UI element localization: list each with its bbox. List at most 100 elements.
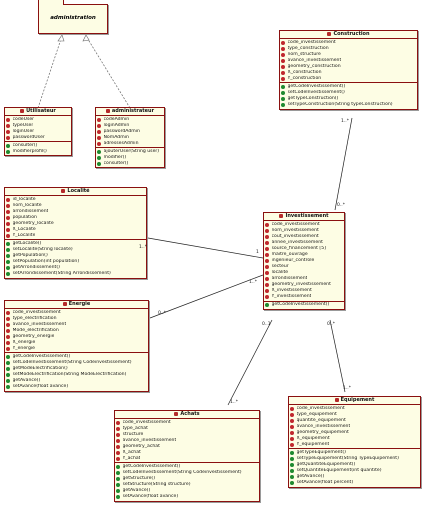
link-energie-investissement [149, 274, 264, 319]
method-text: setCodeInvestissement() [287, 89, 345, 95]
attribute-text: geometry_localite [12, 220, 54, 226]
method-row: getTypeConstruction() [281, 96, 416, 102]
method-text: getCodeInvestissement() [122, 463, 181, 469]
private-attribute-icon [281, 64, 285, 69]
private-attribute-icon [265, 222, 269, 227]
method-row: getAvance() [116, 488, 258, 494]
multiplicity-label: 0..* [337, 203, 345, 208]
method-text: getTypeConstruction() [287, 95, 339, 101]
attribute-text: loginAdmin [103, 122, 130, 128]
public-method-icon [290, 468, 294, 473]
attribute-text: type_construction [287, 45, 329, 51]
public-method-icon [290, 475, 294, 480]
attribute-row: nom_structure [281, 52, 416, 58]
attribute-row: geometry_localite [6, 221, 145, 227]
attribute-text: typeUser [12, 122, 34, 128]
attribute-row: X_achat [116, 450, 258, 456]
attribute-row: codeAdmin [97, 117, 163, 123]
class-name: Energie [68, 301, 91, 307]
class-icon [20, 108, 25, 113]
public-method-icon [6, 272, 10, 277]
public-method-icon [6, 241, 10, 246]
attribute-text: code_investissement [122, 419, 171, 425]
attribute-text: X_equipement [296, 435, 330, 441]
attribute-text: avance_investissement [122, 437, 177, 443]
attribute-row: passwordUser [6, 135, 70, 141]
multiplicity-label: 1..* [230, 400, 238, 405]
methods-section: getCodeInvestissement()setCodeInvestisse… [280, 83, 417, 108]
attribute-row: secteur [265, 264, 343, 270]
link-construction-investissement [334, 117, 353, 211]
arrowhead-utilisateur [57, 34, 65, 42]
private-attribute-icon [290, 418, 294, 423]
method-text: setModeElectrification(String ModeElectr… [12, 371, 127, 377]
attribute-text: quantite_equipement [296, 417, 346, 423]
attribute-row: Mode_electrification [6, 328, 147, 334]
public-method-icon [6, 354, 10, 359]
private-attribute-icon [116, 456, 120, 461]
method-text: getLocalite() [12, 240, 42, 246]
public-method-icon [6, 253, 10, 258]
private-attribute-icon [6, 135, 10, 140]
method-text: getCodeInvestissement() [271, 302, 330, 308]
class-icon [61, 188, 66, 193]
method-text: modifierprofil() [12, 148, 47, 154]
private-attribute-icon [116, 450, 120, 455]
method-row: setModeElectrification(String ModeElectr… [6, 372, 147, 378]
multiplicity-label: 0..* [327, 322, 335, 327]
attribute-row: type_construction [281, 46, 416, 52]
attribute-text: code_investissement [12, 309, 61, 315]
attribute-text: arrondissement [12, 208, 49, 214]
attribute-text: nom_localite [12, 202, 42, 208]
method-text: getPopulation() [12, 252, 48, 258]
method-row: getArrondissement() [6, 265, 145, 271]
method-row: setArrondissement(String Arrondissement) [6, 271, 145, 277]
public-method-icon [116, 464, 120, 469]
attribute-row: X_Localite [6, 227, 145, 233]
public-method-icon [116, 470, 120, 475]
package-name: administration [50, 15, 96, 21]
attribute-row: NomAdmin [97, 135, 163, 141]
private-attribute-icon [6, 117, 10, 122]
attribute-text: avance_investissement [296, 423, 351, 429]
class-name: Localité [67, 188, 90, 194]
attribute-text: passwordAdmin [103, 128, 140, 134]
attribute-row: type_equipement [290, 412, 419, 418]
private-attribute-icon [281, 40, 285, 45]
link-localite-investissement [147, 237, 264, 259]
public-method-icon [6, 149, 10, 154]
method-text: setStructure(String structure) [122, 481, 191, 487]
attribute-row: geometry_energie [6, 334, 147, 340]
method-text: getAvance() [122, 488, 151, 494]
method-row: setCodeInvestissement(String Codeinvesti… [116, 470, 258, 476]
arrowhead-administrateur [82, 34, 90, 42]
attribute-row: ingenieur_controle [265, 258, 343, 264]
method-row: getAvance() [290, 474, 419, 480]
public-method-icon [97, 149, 101, 154]
attribute-row: typeUser [6, 123, 70, 129]
attribute-text: Y_construction [287, 75, 322, 81]
attribute-row: code_investissement [290, 406, 419, 412]
private-attribute-icon [97, 135, 101, 140]
private-attribute-icon [265, 270, 269, 275]
link-administrateur-package [85, 35, 131, 109]
public-method-icon [6, 385, 10, 390]
method-text: setAvance(float percent) [296, 480, 354, 486]
method-row: setTypeEquipement(String TypeEquipement) [290, 456, 419, 462]
private-attribute-icon [265, 258, 269, 263]
method-text: setAvance(float avance) [122, 494, 179, 500]
public-method-icon [97, 155, 101, 160]
attribute-text: type_achat [122, 425, 148, 431]
class-icon [62, 301, 67, 306]
